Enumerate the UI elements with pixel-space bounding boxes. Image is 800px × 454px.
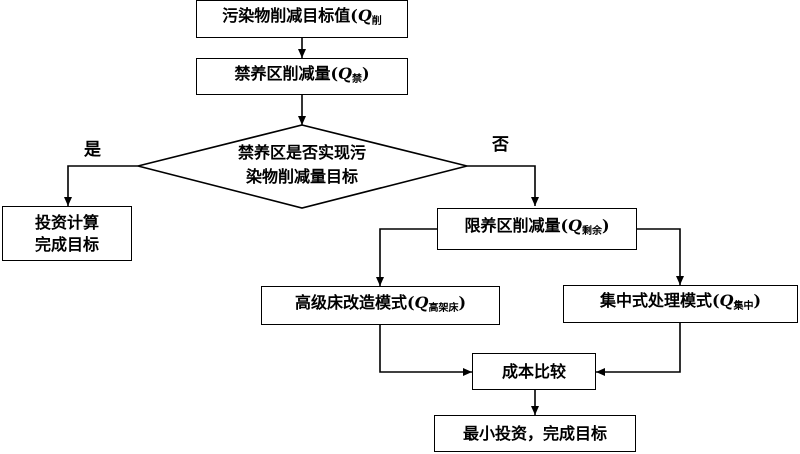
node-central-mode-text: 集中式处理模式( bbox=[599, 291, 720, 310]
decision-line-2: 染物削减量目标 bbox=[245, 167, 358, 186]
node-cost-compare: 成本比较 bbox=[472, 353, 596, 390]
edge-decision-no bbox=[467, 165, 539, 206]
edge-central-compare bbox=[596, 323, 681, 376]
node-highbed-mode-sub: 高架床 bbox=[428, 302, 459, 314]
node-reduction-target-text: 污染物削减目标值( bbox=[222, 6, 358, 25]
node-central-mode-sub: 集中 bbox=[733, 301, 754, 312]
node-invest-complete: 投资计算 完成目标 bbox=[2, 206, 132, 261]
decision-diamond bbox=[137, 124, 468, 209]
node-forbidden-area-q: Q bbox=[338, 63, 352, 83]
node-reduction-target: 污染物削减目标值(Q削 bbox=[196, 0, 408, 38]
node-min-invest: 最小投资，完成目标 bbox=[434, 415, 636, 452]
node-restricted-area-close: ) bbox=[601, 216, 610, 235]
node-restricted-area-q: Q bbox=[568, 216, 582, 235]
node-central-mode-close: ) bbox=[753, 291, 762, 310]
node-reduction-target-q: Q bbox=[357, 6, 372, 25]
node-forbidden-area-close: ) bbox=[361, 63, 370, 83]
edge-restricted-highbed bbox=[376, 228, 437, 286]
label-yes: 是 bbox=[84, 140, 101, 160]
node-highbed-mode-close: ) bbox=[458, 292, 467, 312]
decision-line-1: 禁养区是否实现污 bbox=[237, 143, 366, 162]
label-no: 否 bbox=[492, 135, 509, 155]
node-min-invest-text: 最小投资，完成目标 bbox=[462, 423, 607, 443]
decision-text: 禁养区是否实现污 染物削减量目标 bbox=[192, 141, 412, 189]
node-forbidden-area-text: 禁养区削减量( bbox=[234, 63, 339, 83]
node-reduction-target-sub: 削 bbox=[371, 16, 382, 27]
node-highbed-mode-q: Q bbox=[414, 292, 429, 312]
edge-highbed-compare bbox=[379, 325, 472, 376]
node-central-mode: 集中式处理模式(Q集中) bbox=[563, 285, 798, 323]
node-restricted-area: 限养区削减量(Q剩余) bbox=[437, 208, 637, 250]
edge-decision-yes bbox=[64, 165, 138, 206]
node-forbidden-area: 禁养区削减量(Q禁) bbox=[196, 58, 408, 95]
edge-restricted-central bbox=[637, 228, 684, 285]
node-invest-line-2: 完成目标 bbox=[34, 234, 99, 254]
node-invest-line-1: 投资计算 bbox=[34, 212, 99, 232]
node-restricted-area-text: 限养区削减量( bbox=[464, 216, 569, 235]
node-restricted-area-sub: 剩余 bbox=[581, 226, 602, 237]
node-cost-compare-text: 成本比较 bbox=[501, 361, 566, 381]
node-central-mode-q: Q bbox=[719, 291, 734, 310]
node-highbed-mode-text: 高级床改造模式( bbox=[294, 292, 415, 312]
node-forbidden-area-sub: 禁 bbox=[351, 73, 362, 85]
node-highbed-mode: 高级床改造模式(Q高架床) bbox=[261, 286, 500, 325]
